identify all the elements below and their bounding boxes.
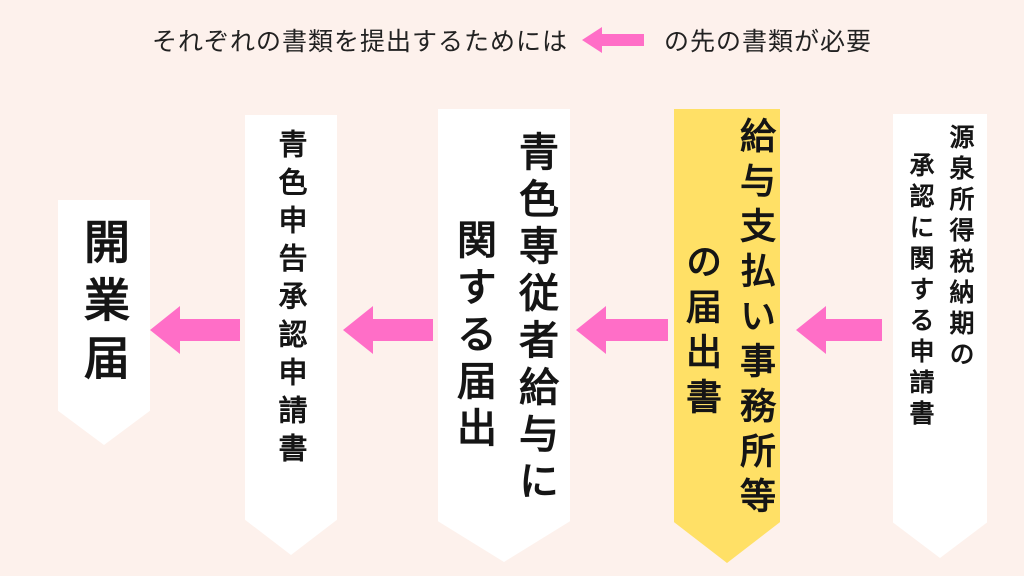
header-legend: それぞれの書類を提出するためには の先の書類が必要: [0, 18, 1024, 62]
document-3-line-0: 青色申告承認申請書: [274, 129, 308, 471]
arrow-left-icon: [343, 306, 433, 354]
document-card-0: 源泉所得税納期の 承認に関する申請書: [893, 114, 987, 558]
legend-text-after: の先の書類が必要: [664, 27, 873, 56]
document-2-line-0: 青色専従者給与に: [512, 131, 558, 507]
arrow-left-icon: [150, 306, 240, 354]
document-card-4: 開業届: [58, 200, 150, 445]
document-card-3: 青色申告承認申請書: [245, 115, 337, 555]
legend-arrow-left-icon: [582, 27, 644, 53]
document-0-line-0: 源泉所得税納期の: [946, 124, 975, 372]
arrow-left-icon: [576, 306, 668, 354]
document-1-line-0: 給与支払い事務所等: [734, 117, 775, 522]
document-2-line-1: 関する届出: [450, 219, 496, 454]
document-1-line-1: の届出書: [680, 243, 721, 423]
arrow-left-icon: [796, 306, 882, 354]
document-card-2: 青色専従者給与に 関する届出: [438, 109, 570, 562]
document-4-line-0: 開業届: [77, 218, 131, 392]
document-0-line-1: 承認に関する申請書: [906, 152, 935, 431]
legend-text-before: それぞれの書類を提出するためには: [151, 27, 568, 56]
document-card-1: 給与支払い事務所等 の届出書: [674, 109, 780, 563]
